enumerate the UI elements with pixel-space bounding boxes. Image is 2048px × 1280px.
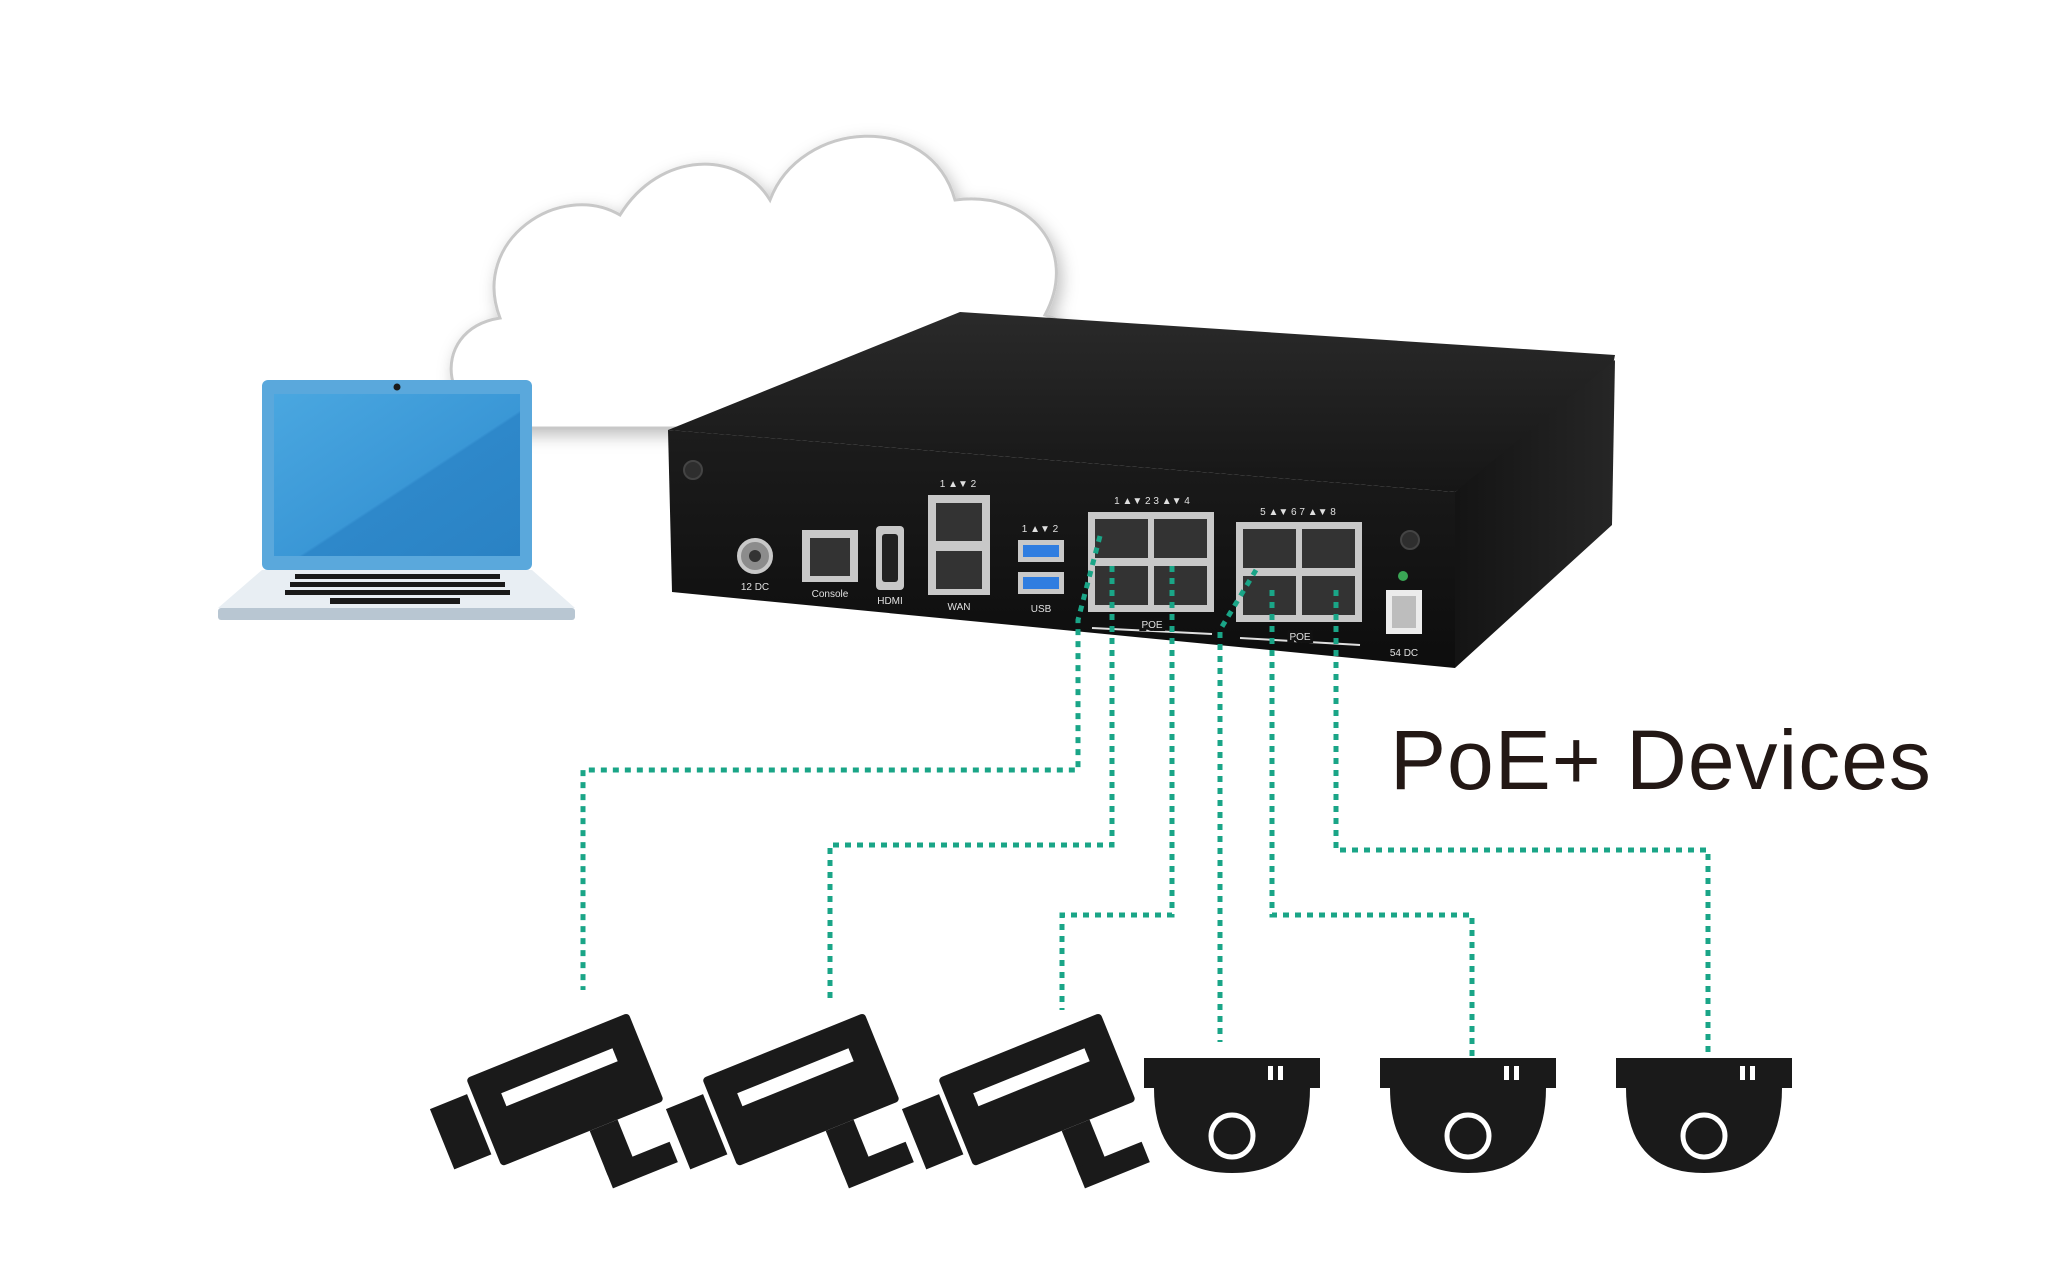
dc-in-label: 12 DC <box>741 582 769 593</box>
poe-link-1 <box>580 535 1103 990</box>
dome-camera-icon-2 <box>1380 1058 1556 1173</box>
power-led <box>1398 571 1408 581</box>
poe-link-2 <box>827 566 1115 1000</box>
poe-link-3 <box>1059 566 1175 1010</box>
bullet-camera-icon-3 <box>901 1013 1150 1189</box>
poe-group-2-label: 5 ▲▼ 6 7 ▲▼ 8 <box>1260 507 1336 518</box>
wan-ports <box>928 495 990 595</box>
poe-link-5 <box>1269 590 1475 1062</box>
hdmi-label: HDMI <box>877 596 903 607</box>
bullet-camera-icon-2 <box>665 1013 914 1189</box>
console-label: Console <box>812 589 849 600</box>
wan-label: WAN <box>948 602 971 613</box>
hdmi-port <box>876 526 904 590</box>
screw-icon <box>683 460 703 480</box>
dc-out-label: 54 DC <box>1390 648 1418 659</box>
wan-ports-label: 1 ▲▼ 2 <box>940 479 977 490</box>
usb-ports <box>1018 540 1064 594</box>
usb-ports-label: 1 ▲▼ 2 <box>1022 524 1059 535</box>
bullet-camera-icon <box>429 1013 678 1189</box>
poe-group-1-label: 1 ▲▼ 2 3 ▲▼ 4 <box>1114 496 1190 507</box>
console-port <box>802 530 858 582</box>
poe-label: POE <box>1141 620 1162 631</box>
poe-link-6 <box>1333 590 1711 1062</box>
laptop-icon <box>218 380 575 620</box>
dome-camera-icon-3 <box>1616 1058 1792 1173</box>
dc-in-jack <box>737 538 773 574</box>
usb-label: USB <box>1031 604 1052 615</box>
dome-camera-icon <box>1144 1058 1320 1173</box>
poe-devices-heading: PoE+ Devices <box>1390 713 1932 807</box>
dc-out-connector <box>1386 590 1422 634</box>
poe-ports-1-4 <box>1088 512 1214 612</box>
poe-label-2: POE <box>1289 632 1310 643</box>
poe-links <box>580 535 1711 1062</box>
poe-router: 12 DC Console HDMI 1 ▲▼ 2 WAN 1 ▲▼ 2 <box>668 312 1615 668</box>
screw-icon <box>1400 530 1420 550</box>
